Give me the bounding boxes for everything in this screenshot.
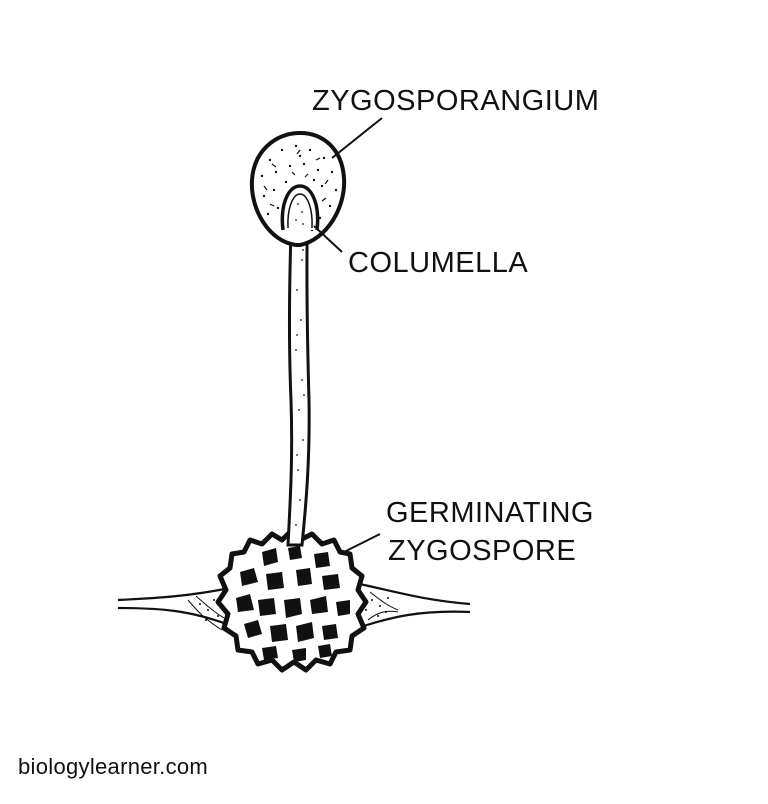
label-zygospore: ZYGOSPORE xyxy=(388,535,576,567)
suspensor-right xyxy=(349,580,471,632)
suspensor-stipple xyxy=(199,597,389,621)
label-zygosporangium: ZYGOSPORANGIUM xyxy=(312,85,599,117)
suspensor-left xyxy=(117,586,233,631)
label-germinating: GERMINATING xyxy=(386,497,594,529)
sporangiophore xyxy=(286,194,311,547)
columella-leader xyxy=(313,225,343,253)
germinating-zygospore-leader xyxy=(343,533,381,553)
watermark: biologylearner.com xyxy=(18,754,209,779)
zygosporangium-leader xyxy=(331,117,383,159)
zygospore xyxy=(215,529,369,673)
label-columella: COLUMELLA xyxy=(348,247,528,279)
columella xyxy=(280,184,320,231)
